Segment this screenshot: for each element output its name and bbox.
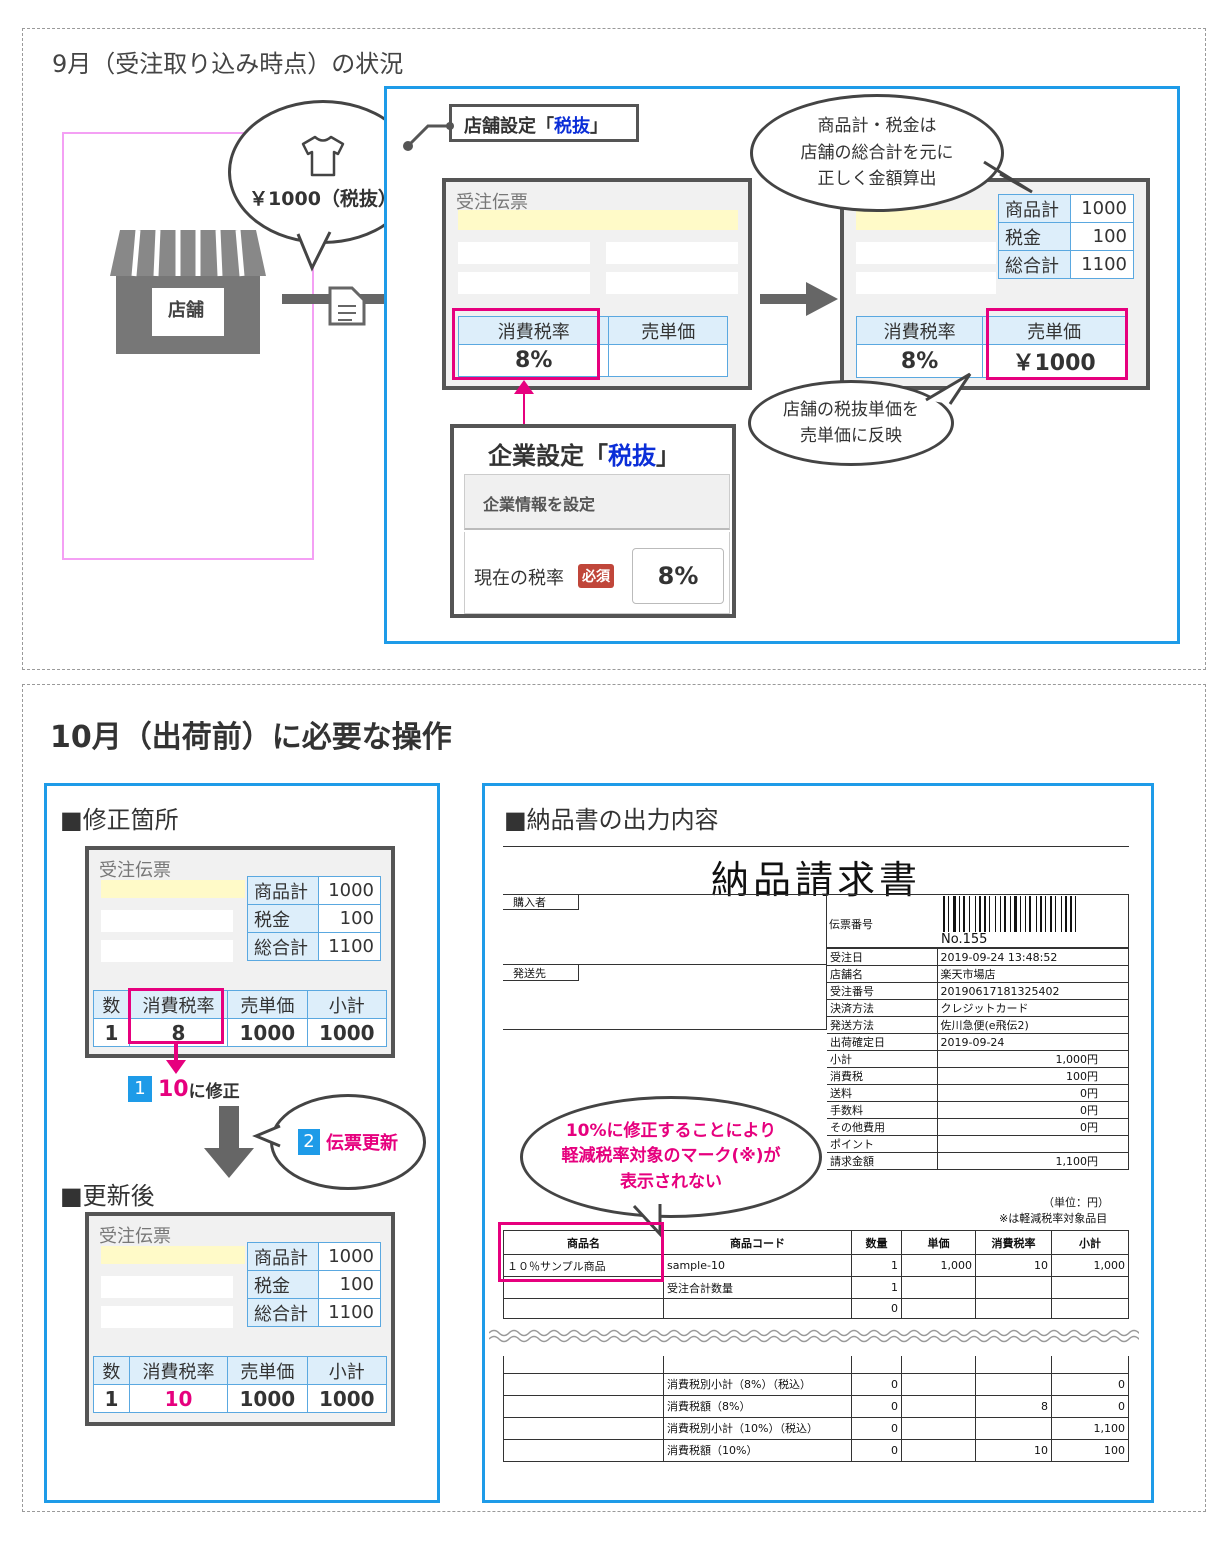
slip-title: 受注伝票: [456, 192, 528, 213]
warn-bubble-tail: [632, 1204, 662, 1238]
bottom-panel: [22, 684, 1206, 1512]
step1: 1 10 に修正: [128, 1076, 240, 1102]
company-section-header: 企業情報を設定: [464, 474, 730, 530]
amount-row: ポイント: [827, 1135, 1129, 1153]
ship-to-label: 発送先: [503, 965, 579, 981]
invoice-panel-title: ■納品書の出力内容: [504, 806, 719, 834]
calc-bubble: 商品計・税金は 店舗の総合計を元に 正しく金額算出: [750, 94, 1004, 212]
slip1-price-table: 消費税率売単価 8%: [457, 316, 728, 377]
top-panel: [22, 28, 1206, 670]
tax-rate-label: 現在の税率: [474, 568, 564, 589]
highlight-field: [458, 210, 738, 230]
info-row: 決済方法クレジットカード: [827, 999, 1129, 1017]
price-bubble-text: ￥1000（税抜）: [249, 187, 397, 210]
blank-field: [458, 242, 590, 264]
document-icon: [328, 286, 366, 326]
price-bubble-tail: [296, 231, 332, 272]
slip2-price-highlight: [986, 308, 1128, 380]
invoice-item-table: 商品名 商品コード 数量 単価 消費税率 小計 １０％サンプル商品 sample…: [503, 1230, 1129, 1319]
store-setting-label: 店舗設定「税抜」: [449, 104, 639, 142]
step1-badge: 1: [128, 1076, 152, 1102]
fix-title: ■修正箇所: [60, 806, 179, 834]
required-badge: 必須: [578, 564, 614, 588]
blank-field: [606, 242, 738, 264]
reflect-bubble: 店舗の税抜単価を 売単価に反映: [748, 380, 954, 466]
blank-field: [606, 272, 738, 294]
pink-down-arrow: [166, 1044, 186, 1074]
warn-bubble: 10%に修正することにより 軽減税率対象のマーク(※)が 表示されない: [520, 1096, 822, 1218]
store-icon: [110, 229, 266, 354]
arrow-to-slip2: [760, 282, 838, 316]
shirt-icon: [301, 135, 345, 176]
slip1-tax-highlight: [452, 308, 600, 380]
step2-bubble-tail: [252, 1124, 281, 1148]
before-tax-highlight: [128, 988, 224, 1044]
calc-bubble-tail: [983, 160, 1033, 194]
break-wave: [489, 1324, 1139, 1348]
tax-rate-input[interactable]: 8%: [632, 548, 724, 604]
reduced-note: ※は軽減税率対象品目: [999, 1212, 1108, 1225]
reflect-bubble-tail: [925, 372, 972, 405]
unit-note: （単位：円）: [1043, 1196, 1109, 1209]
info-row: 発送方法佐川急便(e飛伝2): [827, 1016, 1129, 1034]
step2-badge: 2: [298, 1129, 320, 1155]
barcode: [943, 896, 1076, 932]
buyer-label: 購入者: [503, 894, 579, 910]
after-title: ■更新後: [60, 1182, 155, 1210]
down-arrow: [204, 1106, 254, 1178]
slip2-price-table: 消費税率売単価 8%￥1000: [855, 316, 1126, 378]
company-setting-panel: 企業設定「税抜」 企業情報を設定 現在の税率 必須 8%: [450, 424, 736, 618]
info-row: 店舗名楽天市場店: [827, 965, 1129, 983]
step2-bubble: 2 伝票更新: [270, 1094, 426, 1190]
blank-field: [458, 272, 590, 294]
slip-no: No.155: [941, 932, 988, 947]
store-setting-connector: [403, 122, 454, 151]
top-title: 9月（受注取り込み時点）の状況: [52, 50, 404, 78]
bottom-title: 10月（出荷前）に必要な操作: [50, 720, 452, 755]
slip-no-label: 伝票番号: [829, 918, 873, 931]
store-label: 店舗: [168, 300, 204, 321]
item-name-highlight: [498, 1222, 664, 1282]
store-column: [62, 132, 314, 560]
